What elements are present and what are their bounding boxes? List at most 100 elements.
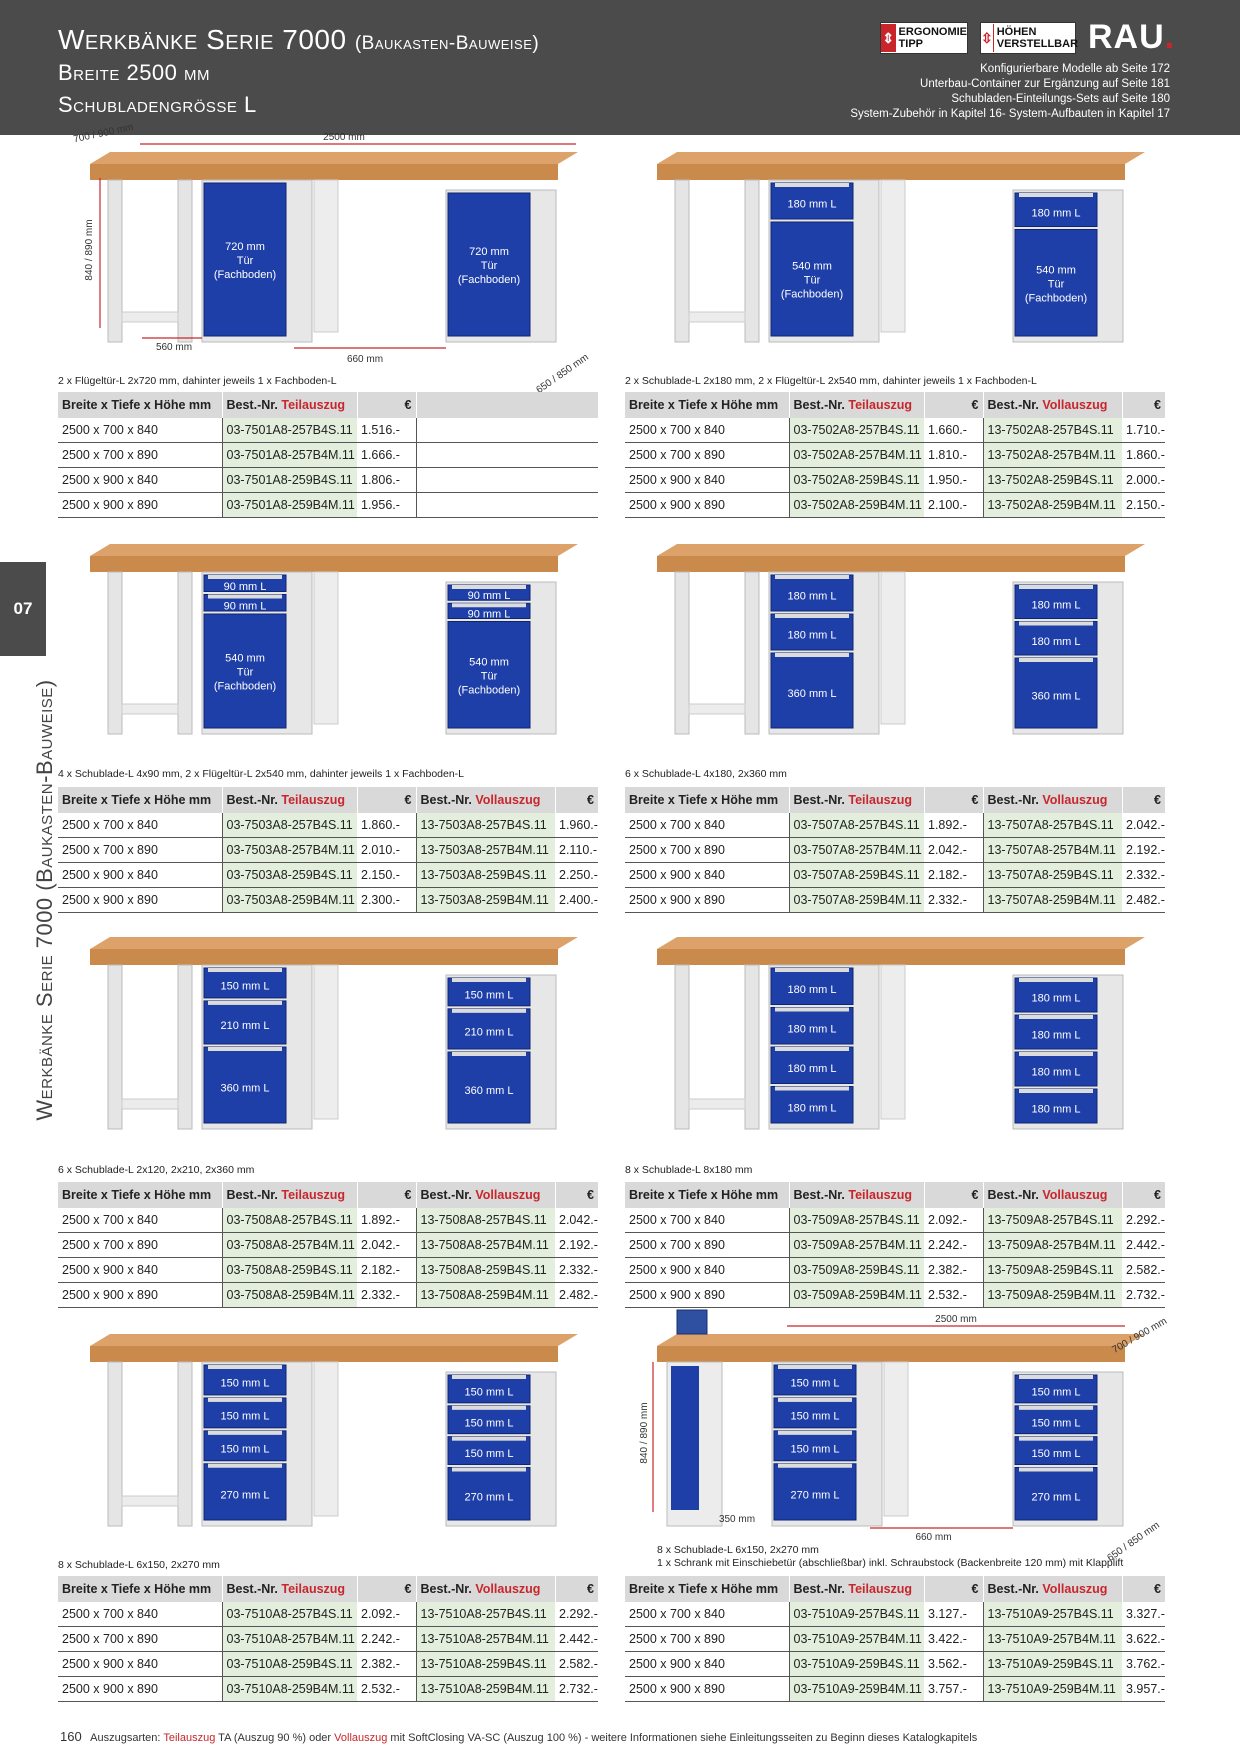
cell-vollauszug-nr: 13-7503A8-259B4S.11 xyxy=(415,862,555,888)
panel-label: 180 mm L xyxy=(788,591,837,603)
dimension-leg-gap: 560 mm xyxy=(156,342,192,353)
cell-teilauszug-price: 1.516.- xyxy=(357,418,416,443)
drawer-handle xyxy=(1019,1052,1093,1056)
worktop-surface xyxy=(657,152,1145,164)
drawer-handle xyxy=(775,653,849,657)
col-teilauszug-nr: Best.-Nr. Teilauszug xyxy=(221,392,357,418)
drawer-panel xyxy=(1014,1405,1098,1435)
cell-teilauszug-nr: 03-7510A9-257B4S.11 xyxy=(788,1602,924,1627)
bench-crossbar xyxy=(688,1098,746,1110)
cell-teilauszug-price: 3.757.- xyxy=(924,1676,983,1702)
drawer-panel xyxy=(1014,1088,1098,1124)
panel-label: 150 mm L xyxy=(221,1377,270,1389)
cell-vollauszug-nr: 13-7502A8-259B4S.11 xyxy=(982,467,1122,493)
bench-leg xyxy=(744,964,760,1130)
cell-vollauszug-price: 2.442.- xyxy=(1122,1232,1165,1258)
drawer-handle xyxy=(208,1047,282,1051)
drawer-panel xyxy=(203,1463,287,1521)
header-euro-label: € xyxy=(404,1188,412,1202)
col-vollauszug-nr: Best.-Nr. Vollauszug xyxy=(415,1182,555,1208)
panel-label: 180 mm L xyxy=(788,630,837,642)
bench-leg xyxy=(674,571,690,735)
bench-crossbar xyxy=(121,1098,179,1110)
col-size: Breite x Tiefe x Höhe mm xyxy=(58,1182,222,1208)
cell-vollauszug-nr: 13-7510A9-257B4M.11 xyxy=(982,1626,1122,1652)
cell-teilauszug-price: 2.092.- xyxy=(924,1208,983,1233)
tool-cabinet-door xyxy=(671,1366,699,1510)
badge1-line1: ERGONOMIE xyxy=(898,26,967,38)
header-best-label: Best.-Nr. xyxy=(226,1582,278,1596)
cell-teilauszug-price: 3.562.- xyxy=(924,1651,983,1677)
cell-vollauszug-nr: 13-7510A9-259B4M.11 xyxy=(982,1676,1122,1702)
caption-line: 4 x Schublade-L 4x90 mm, 2 x Flügeltür-L… xyxy=(58,768,465,780)
cell-size: 2500 x 700 x 890 xyxy=(58,837,222,863)
cell-teilauszug-nr: 03-7510A9-259B4M.11 xyxy=(788,1676,924,1702)
col-teilauszug-price: € xyxy=(356,787,416,813)
panel-label: 150 mm L xyxy=(1032,1448,1081,1460)
page-header: Werkbänke Serie 7000 (Baukasten-Bauweise… xyxy=(0,0,1240,135)
worktop-edge xyxy=(90,556,558,572)
info-line: System-Zubehör in Kapitel 16- System-Auf… xyxy=(850,108,1170,120)
header-size-label: Breite x Tiefe x Höhe mm xyxy=(629,1582,779,1596)
header-teilauszug-label: Teilauszug xyxy=(281,398,346,412)
bench-leg xyxy=(177,571,193,735)
cell-vollauszug-price: 2.400.- xyxy=(555,887,598,913)
cell-teilauszug-price: 1.660.- xyxy=(924,418,983,443)
drawer-panel xyxy=(770,613,854,651)
info-line: Schubladen-Einteilungs-Sets auf Seite 18… xyxy=(951,93,1170,105)
col-vollauszug-nr: Best.-Nr. Vollauszug xyxy=(982,392,1122,418)
bench-leg xyxy=(674,964,690,1130)
center-support xyxy=(313,571,339,725)
bench-crossbar xyxy=(121,1495,179,1507)
product-caption: 2 x Schublade-L 2x180 mm, 2 x Flügeltür-… xyxy=(625,375,1037,388)
cell-vollauszug-price: 2.482.- xyxy=(1122,887,1165,913)
header-best-label: Best.-Nr. xyxy=(987,1582,1039,1596)
panel-label: 210 mm L xyxy=(221,1020,270,1032)
footer-vollauszug: Vollauszug xyxy=(334,1732,388,1744)
drawer-panel xyxy=(773,1364,857,1396)
drawer-panel xyxy=(1014,1467,1098,1521)
cell-teilauszug-nr: 03-7503A8-257B4S.11 xyxy=(221,813,357,838)
caption-line: 8 x Schublade-L 8x180 mm xyxy=(625,1164,753,1176)
header-teilauszug-label: Teilauszug xyxy=(281,1188,346,1202)
product-caption: 8 x Schublade-L 6x150, 2x270 mm xyxy=(58,1559,220,1572)
col-vollauszug-nr: Best.-Nr. Vollauszug xyxy=(982,1576,1122,1602)
cell-size: 2500 x 700 x 840 xyxy=(625,813,789,838)
col-size: Breite x Tiefe x Höhe mm xyxy=(625,787,789,813)
cell-vollauszug-nr: 13-7503A8-257B4S.11 xyxy=(415,813,555,838)
worktop-surface xyxy=(90,937,578,949)
panel-label: 180 mm L xyxy=(1032,599,1081,611)
header-vollauszug-label: Vollauszug xyxy=(1042,793,1108,807)
drawer-panel xyxy=(447,1436,531,1465)
cell-size: 2500 x 900 x 890 xyxy=(625,1282,789,1308)
logo-text: RAU xyxy=(1088,18,1165,56)
bench-leg xyxy=(107,571,123,735)
header-best-label: Best.-Nr. xyxy=(793,793,845,807)
col-teilauszug-nr: Best.-Nr. Teilauszug xyxy=(788,1576,924,1602)
col-vollauszug-price: € xyxy=(1121,392,1165,418)
bench-leg xyxy=(674,179,690,343)
cell-size: 2500 x 700 x 840 xyxy=(58,813,222,838)
col-vollauszug-nr: Best.-Nr. Vollauszug xyxy=(982,1182,1122,1208)
cell-vollauszug-price: 1.860.- xyxy=(1122,442,1165,468)
cell-vollauszug-nr: 13-7510A8-257B4S.11 xyxy=(415,1602,555,1627)
cell-teilauszug-nr: 03-7509A8-257B4S.11 xyxy=(788,1208,924,1233)
page-number: 160 xyxy=(60,1729,82,1744)
cell-teilauszug-nr: 03-7501A8-259B4S.11 xyxy=(221,467,357,493)
bench-leg xyxy=(107,964,123,1130)
drawer-panel xyxy=(1014,1014,1098,1050)
cell-teilauszug-price: 1.810.- xyxy=(924,442,983,468)
drawer-handle xyxy=(452,585,526,589)
cell-teilauszug-nr: 03-7502A8-257B4S.11 xyxy=(788,418,924,443)
